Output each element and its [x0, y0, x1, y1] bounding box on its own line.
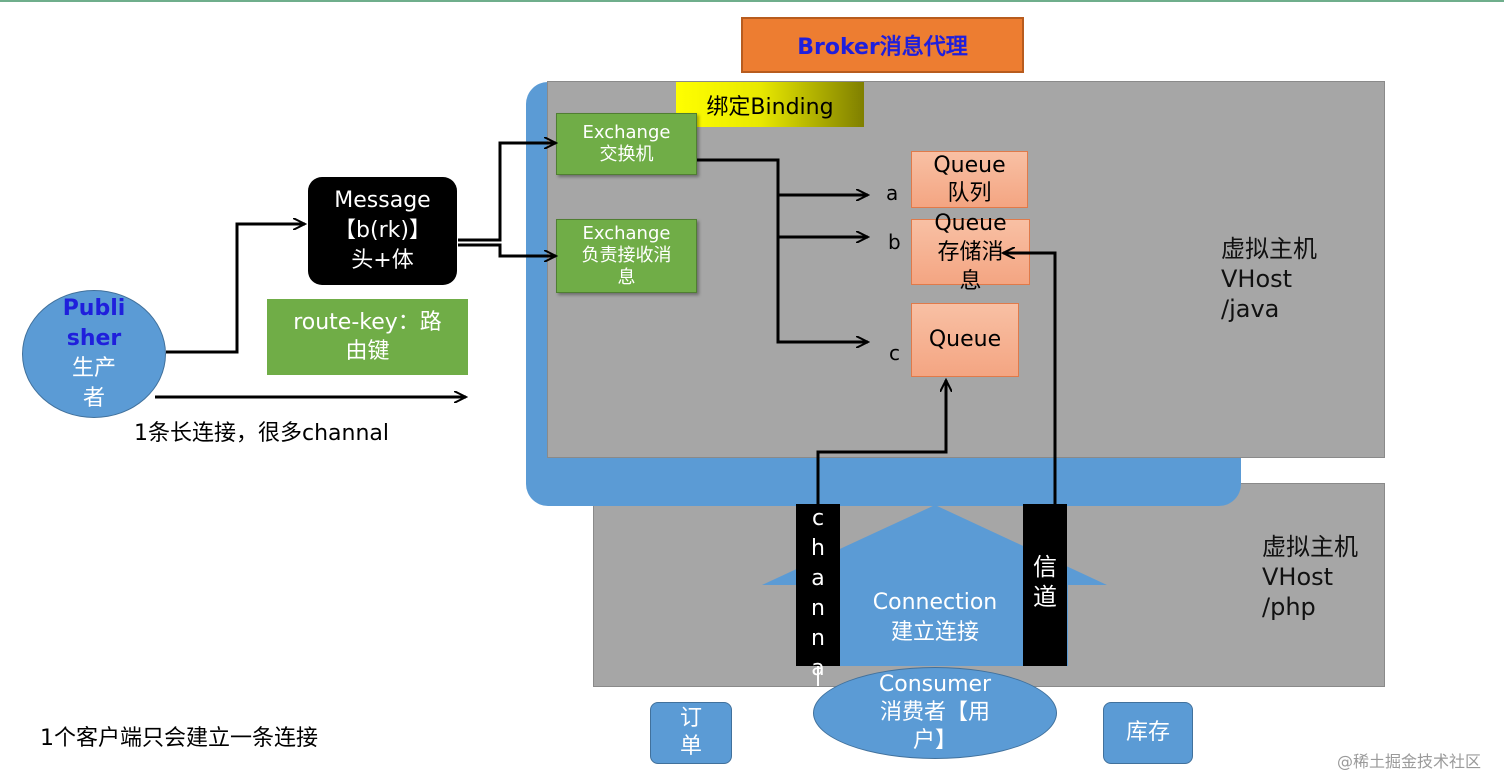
- message-to-exchange2-arrow: [458, 243, 556, 256]
- exchange-name: Exchange: [582, 223, 671, 244]
- vhost-path: /php: [1262, 593, 1316, 621]
- publisher-zh: 生产: [71, 356, 116, 381]
- channel-zh-bar: 信 道: [1023, 504, 1067, 666]
- exchange-desc: 负责接收消: [581, 245, 672, 266]
- route-key-line: route-key：路: [293, 310, 442, 335]
- message-box: Message 【b(rk)】 头+体: [308, 177, 457, 285]
- publisher-name-cont: sher: [66, 326, 122, 351]
- vhost-title: 虚拟主机: [1221, 235, 1317, 263]
- publisher-zh-cont: 者: [82, 386, 105, 411]
- one-client-note: 1个客户端只会建立一条连接: [40, 726, 318, 751]
- vhost-path: /java: [1221, 295, 1280, 323]
- queue-name: Queue: [928, 327, 1002, 352]
- consumer-node: Consumer 消费者【用 户】: [813, 667, 1057, 759]
- consumer-desc: 消费者【用: [879, 700, 990, 725]
- publisher-name: Publi: [62, 296, 126, 321]
- channel-letter: n: [811, 626, 825, 651]
- route-key-line: 由键: [345, 339, 390, 364]
- message-routing: 【b(rk)】: [334, 218, 431, 243]
- queue-name: Queue: [933, 152, 1006, 178]
- channel-letter: a: [811, 566, 825, 591]
- channel-zh-char: 道: [1033, 583, 1057, 611]
- vhost-java-label: 虚拟主机 VHost /java: [1221, 234, 1317, 324]
- vhost-type: VHost: [1262, 563, 1334, 591]
- route-key-box: route-key：路 由键: [267, 299, 468, 375]
- message-title: Message: [334, 188, 431, 213]
- publisher-to-message-arrow: [166, 224, 305, 354]
- exchange-desc: 交换机: [599, 144, 654, 165]
- stock-label: 库存: [1125, 720, 1170, 745]
- long-connection-note: 1条长连接，很多channal: [134, 421, 389, 446]
- queue-tag-a: a: [886, 181, 899, 205]
- consumer-desc-cont: 户】: [912, 728, 957, 753]
- binding-label: 绑定Binding: [676, 82, 864, 127]
- connection-title: Connection: [872, 590, 998, 615]
- exchange-desc-cont: 息: [617, 267, 636, 288]
- consumer-title: Consumer: [878, 672, 992, 697]
- queue-name: Queue: [934, 210, 1007, 236]
- queue-tag-b: b: [888, 230, 901, 254]
- channel-letter: c: [811, 506, 825, 531]
- vhost-type: VHost: [1221, 265, 1293, 293]
- broker-title: Broker消息代理: [741, 17, 1024, 73]
- exchange-name: Exchange: [582, 122, 671, 143]
- exchange-box: Exchange 交换机: [556, 113, 697, 175]
- queue-box-c: Queue: [911, 303, 1019, 377]
- channel-to-queue-b-arrow: [1003, 253, 1057, 505]
- queue-desc: 存储消: [937, 239, 1004, 265]
- top-border: [0, 0, 1504, 2]
- channel-zh-char: 信: [1033, 553, 1057, 581]
- exchange-route-line: [697, 158, 868, 342]
- watermark: @稀土掘金技术社区: [1337, 752, 1482, 771]
- message-parts: 头+体: [351, 248, 414, 273]
- order-label: 订: [679, 706, 702, 731]
- publisher-node: Publi sher 生产 者: [22, 290, 166, 418]
- connection-label: Connection 建立连接: [850, 588, 1020, 648]
- order-service-box: 订 单: [650, 702, 732, 764]
- channel-to-queue-c-arrow: [816, 380, 946, 505]
- channel-letter: h: [811, 536, 825, 561]
- channel-bar: c h a n n a l: [796, 504, 840, 711]
- queue-tag-c: c: [889, 341, 900, 365]
- message-to-exchange-arrow: [458, 143, 556, 242]
- order-label-cont: 单: [679, 734, 702, 759]
- vhost-php-label: 虚拟主机 VHost /php: [1262, 532, 1358, 622]
- stock-service-box: 库存: [1103, 702, 1193, 764]
- vhost-title: 虚拟主机: [1262, 533, 1358, 561]
- queue-box-a: Queue 队列: [911, 151, 1028, 208]
- queue-desc: 队列: [947, 180, 992, 206]
- connection-desc: 建立连接: [890, 620, 979, 645]
- queue-desc-cont: 息: [959, 268, 982, 294]
- channel-letter: n: [811, 596, 825, 621]
